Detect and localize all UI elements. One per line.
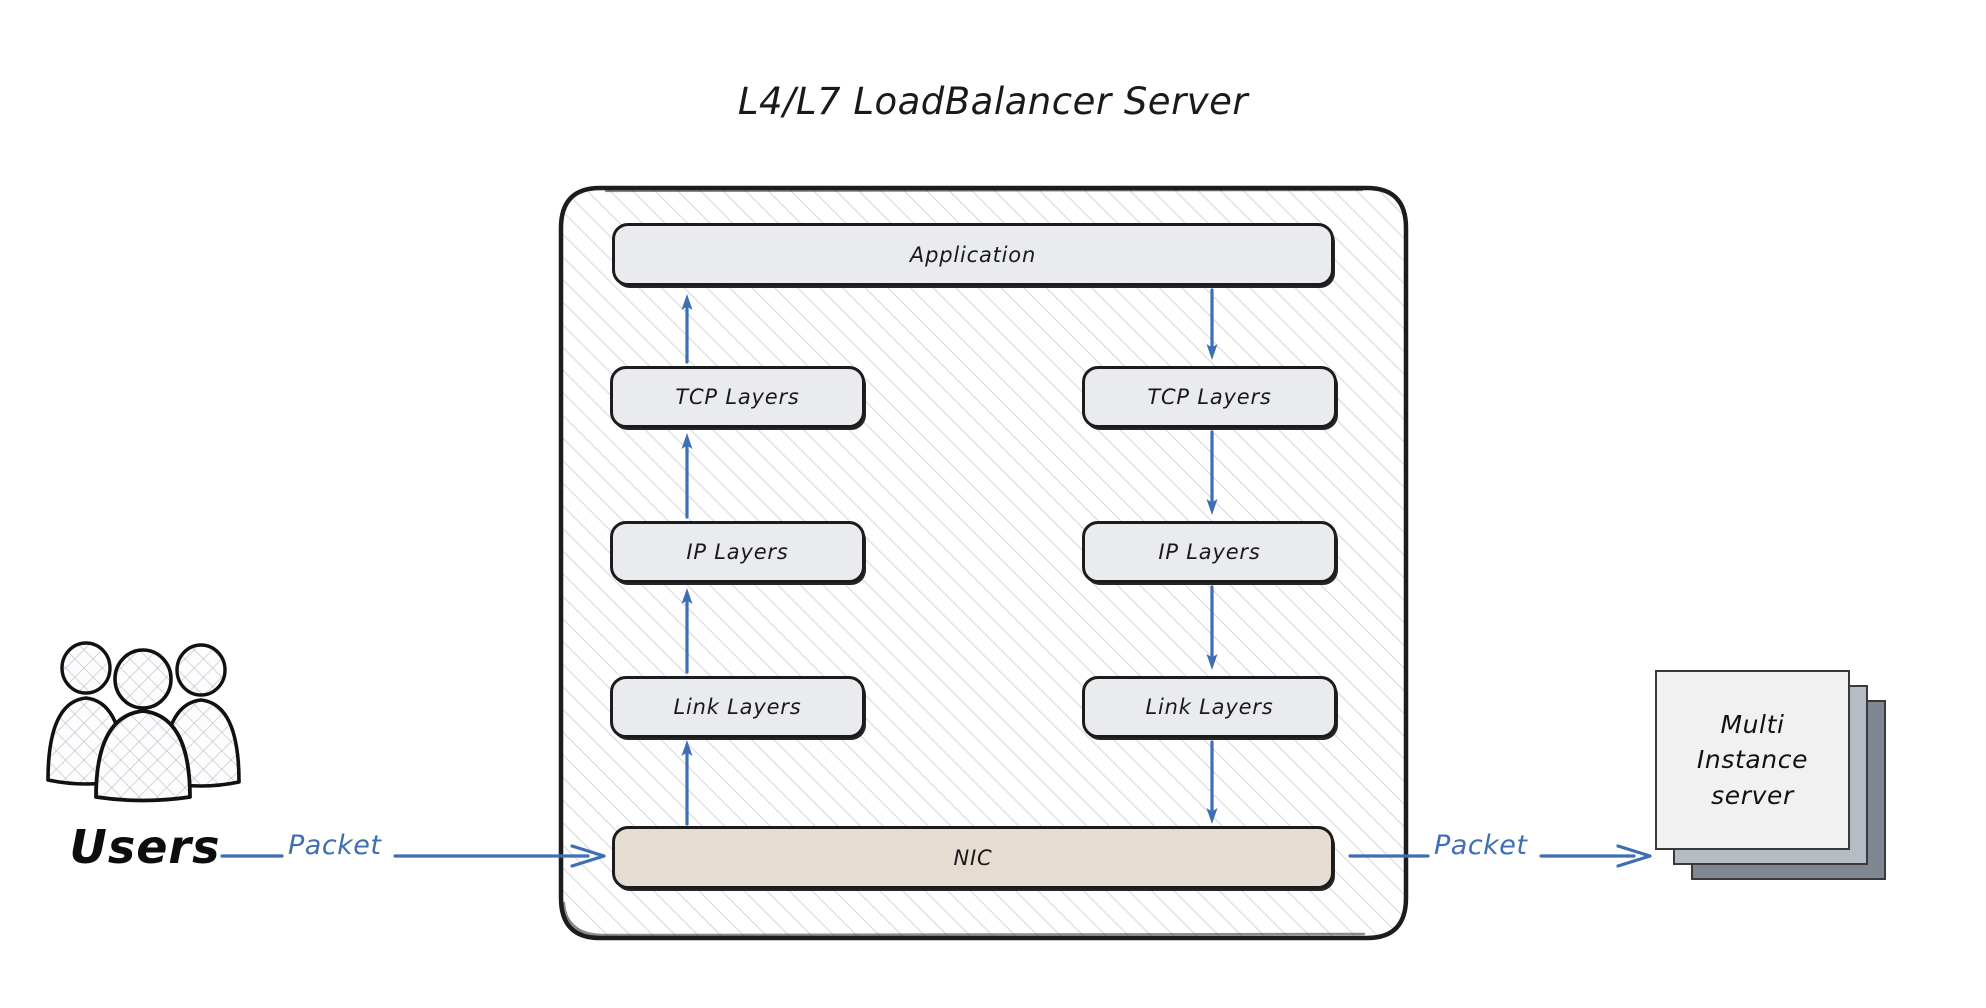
stacked-servers-icon[interactable]: Multi Instance server [1655,670,1905,890]
nic-label: NIC [953,845,993,870]
egress-tcp-layers-box[interactable]: TCP Layers [1082,366,1337,428]
backend-label-line-1: Multi [1720,710,1785,740]
users-group-icon [38,640,258,805]
ingress-link-layers-box[interactable]: Link Layers [610,676,865,738]
ingress-tcp-layers-box[interactable]: TCP Layers [610,366,865,428]
application-label: Application [909,242,1037,267]
server-card-front[interactable]: Multi Instance server [1655,670,1850,850]
ingress-ip-layers-box[interactable]: IP Layers [610,521,865,583]
ingress-ip-layers-label: IP Layers [686,540,789,564]
egress-ip-layers-label: IP Layers [1158,540,1261,564]
ingress-tcp-layers-label: TCP Layers [675,385,800,409]
egress-link-layers-label: Link Layers [1145,695,1274,719]
nic-box[interactable]: NIC [612,826,1334,889]
egress-tcp-layers-label: TCP Layers [1147,385,1272,409]
users-label: Users [69,820,221,874]
egress-link-layers-box[interactable]: Link Layers [1082,676,1337,738]
application-box[interactable]: Application [612,223,1334,286]
inbound-packet-connector [220,844,606,868]
user-silhouette-center [94,648,192,803]
inbound-packet-label: Packet [288,830,382,861]
ingress-link-layers-label: Link Layers [673,695,802,719]
backend-label-line-2: Instance [1696,745,1809,775]
outbound-packet-label: Packet [1434,830,1528,861]
page-title: L4/L7 LoadBalancer Server [737,80,1249,123]
backend-label-line-3: server [1711,780,1794,810]
egress-ip-layers-box[interactable]: IP Layers [1082,521,1337,583]
